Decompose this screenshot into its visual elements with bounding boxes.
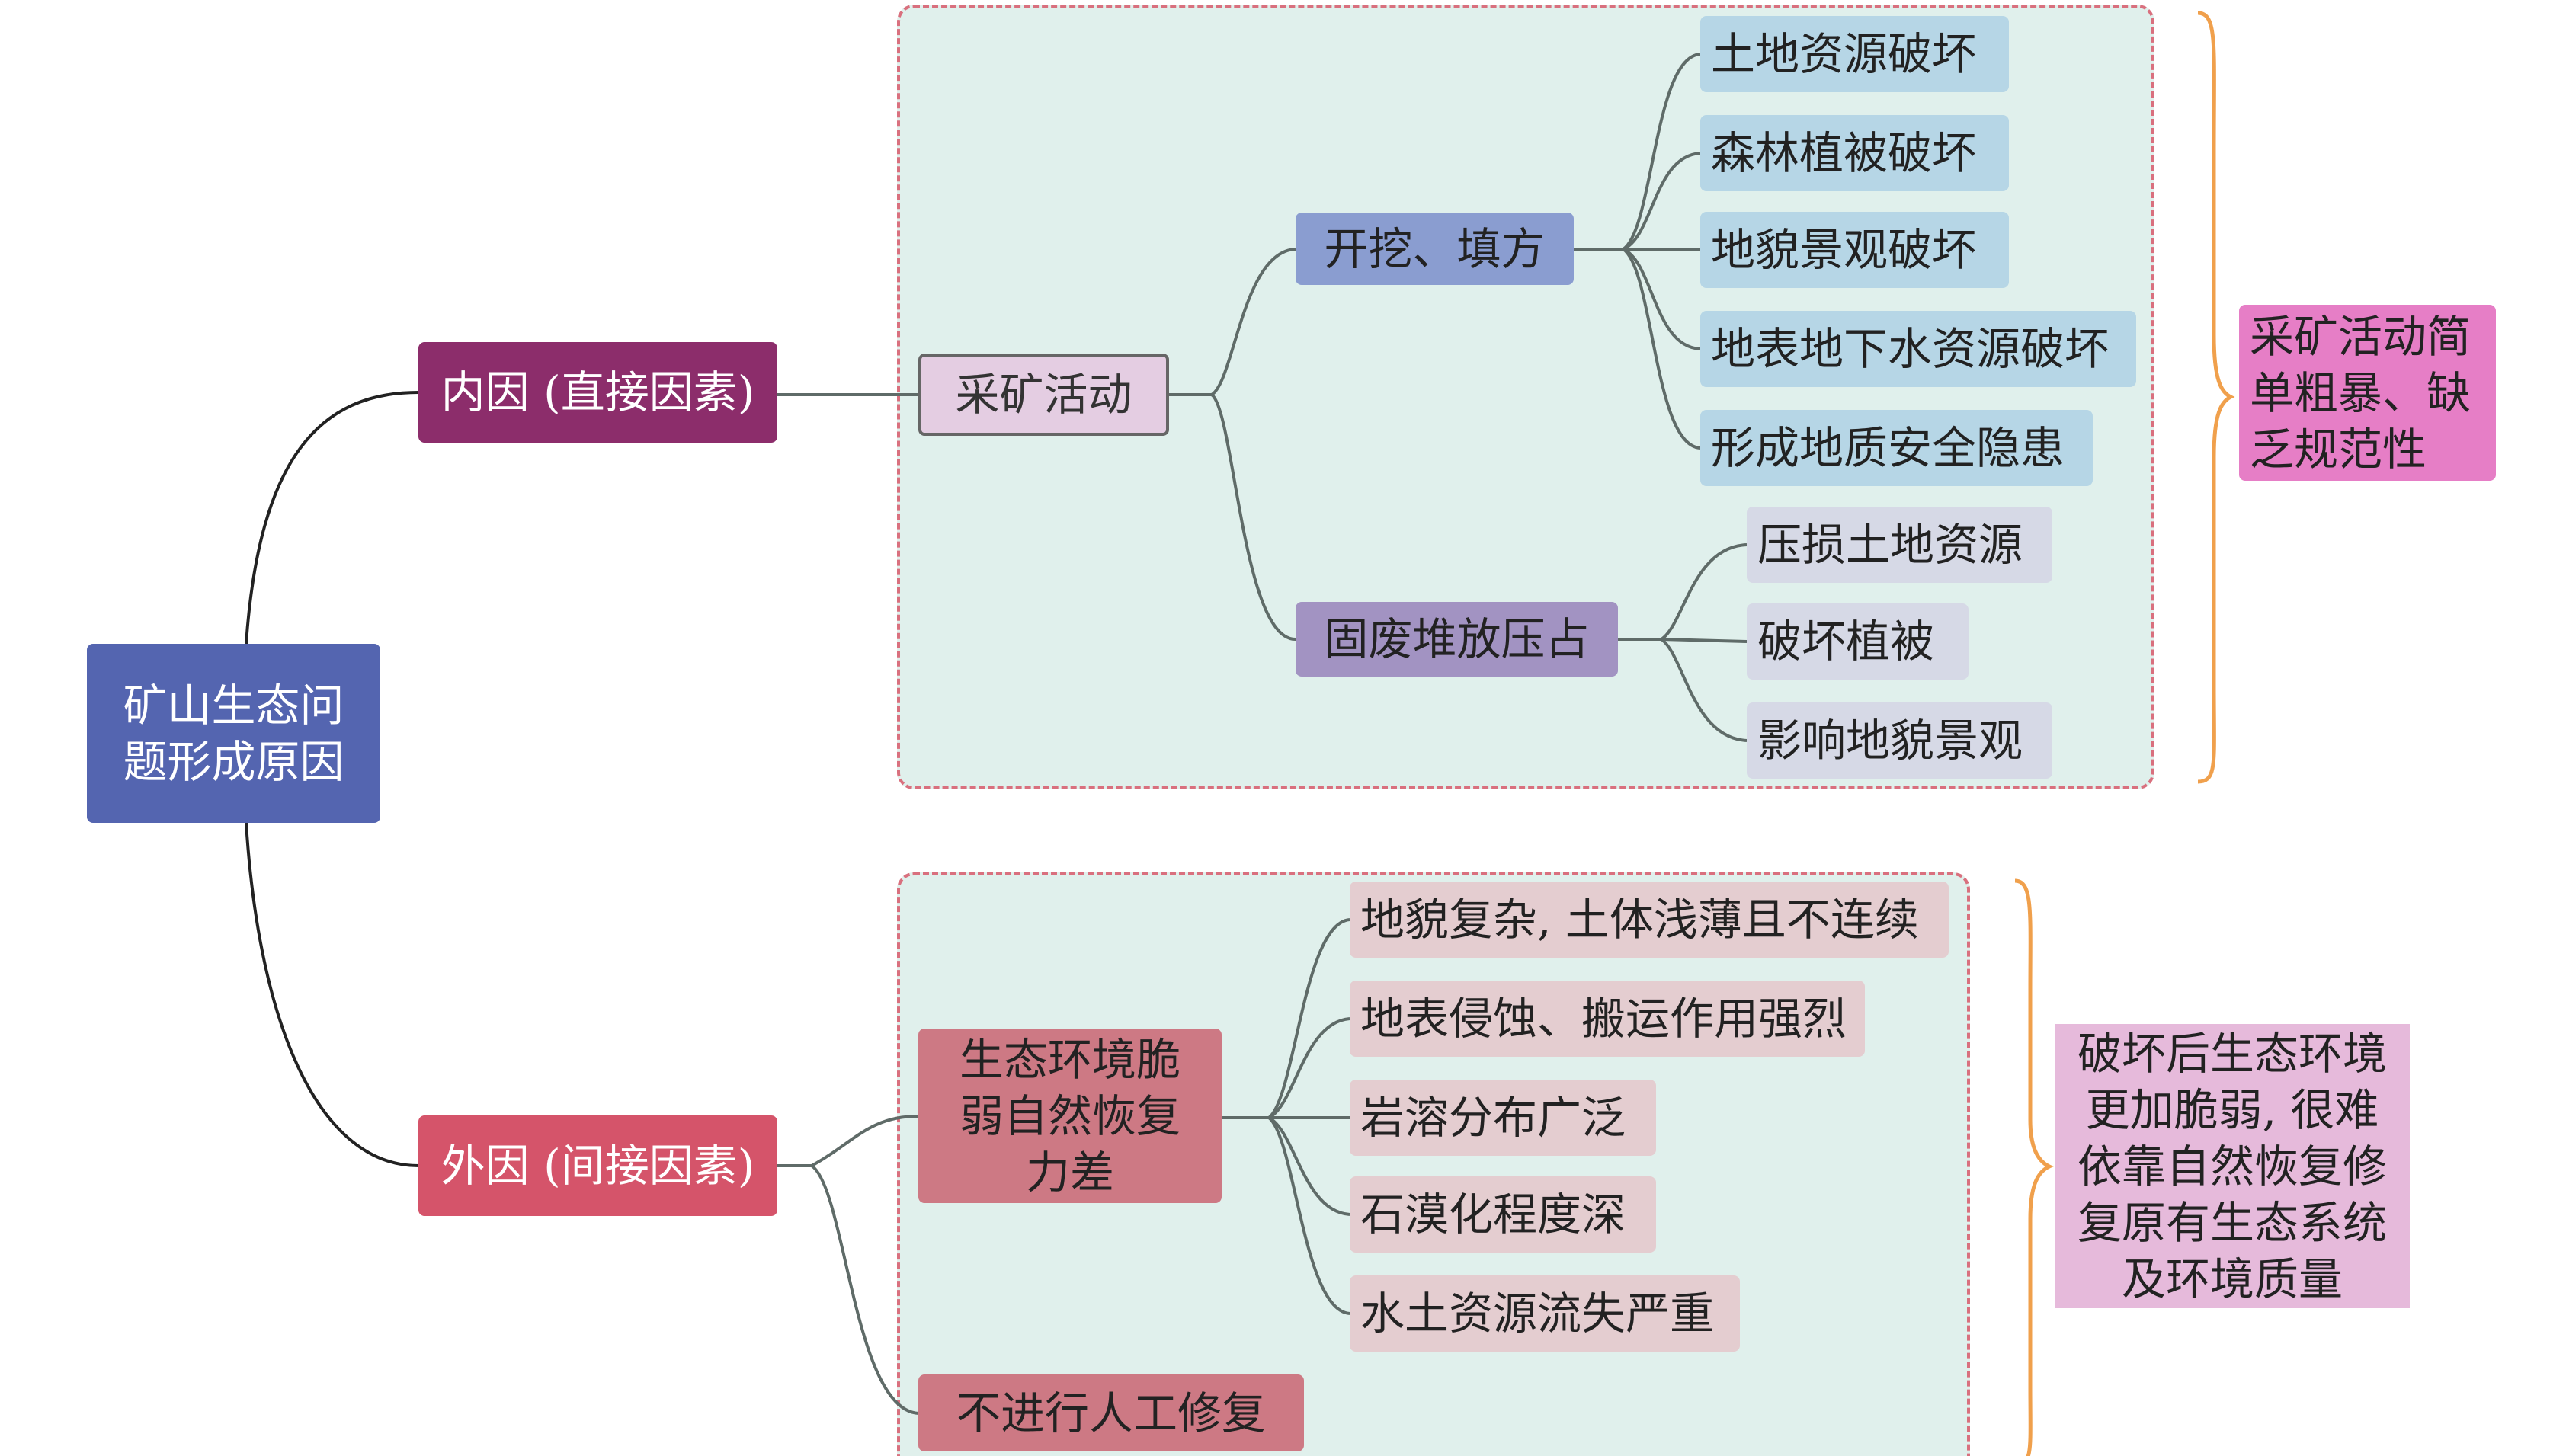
note-external-line-5: 及环境质量: [2121, 1253, 2343, 1305]
connector-external-fragile: [777, 1115, 919, 1167]
leaf-water[interactable]: 地表地下水资源破坏: [1700, 311, 2136, 387]
root-node[interactable]: 矿山生态问 题形成原因: [87, 644, 380, 823]
leaf-affect-landscape[interactable]: 影响地貌景观: [1747, 702, 2052, 779]
external-cause-node[interactable]: 外因 (间接因素): [418, 1115, 777, 1216]
root-line-2: 题形成原因: [123, 735, 344, 788]
leaf-erosion[interactable]: 地表侵蚀、搬运作用强烈: [1350, 981, 1865, 1057]
connector-activity-waste: [1169, 393, 1296, 642]
note-external: 破坏后生态环境 更加脆弱, 很难 依靠自然恢复修 复原有生态系统 及环境质量: [2055, 1024, 2410, 1308]
brace-external: [2014, 878, 2054, 1456]
fragile-line-1: 生态环境脆: [959, 1033, 1180, 1086]
leaf-karst[interactable]: 岩溶分布广泛: [1350, 1080, 1656, 1156]
note-internal-line-1: 采矿活动简: [2250, 310, 2472, 363]
note-internal-line-2: 单粗暴、缺: [2250, 366, 2472, 419]
leaf-forest[interactable]: 森林植被破坏: [1700, 115, 2009, 191]
note-external-line-3: 依靠自然恢复修: [2077, 1140, 2387, 1192]
note-internal-line-3: 乏规范性: [2250, 423, 2427, 475]
root-line-1: 矿山生态问: [123, 679, 344, 731]
leaf-soil-water-loss[interactable]: 水土资源流失严重: [1350, 1275, 1740, 1352]
fragile-line-3: 力差: [1025, 1146, 1114, 1198]
leaf-land-resource[interactable]: 土地资源破坏: [1700, 16, 2009, 92]
leaf-crush-land[interactable]: 压损土地资源: [1747, 507, 2052, 583]
leaf-rocky-desertification[interactable]: 石漠化程度深: [1350, 1176, 1656, 1253]
excavation-node[interactable]: 开挖、填方: [1296, 213, 1574, 285]
leaf-landform[interactable]: 地貌景观破坏: [1700, 212, 2009, 288]
connector-root-external: [245, 822, 419, 1167]
no-artificial-repair-node[interactable]: 不进行人工修复: [918, 1374, 1304, 1451]
connector-external-norepair: [810, 1164, 919, 1415]
note-internal: 采矿活动简 单粗暴、缺 乏规范性: [2239, 305, 2496, 481]
leaf-complex-landform[interactable]: 地貌复杂, 土体浅薄且不连续: [1350, 882, 1949, 958]
waste-dumping-node[interactable]: 固废堆放压占: [1296, 602, 1618, 677]
leaf-geohazard[interactable]: 形成地质安全隐患: [1700, 410, 2093, 486]
brace-internal: [2197, 11, 2235, 784]
connector-activity-excavation: [1169, 248, 1296, 396]
note-external-line-4: 复原有生态系统: [2077, 1196, 2387, 1249]
internal-cause-node[interactable]: 内因 (直接因素): [418, 342, 777, 443]
note-external-line-2: 更加脆弱, 很难: [2085, 1083, 2379, 1136]
fragile-environment-node[interactable]: 生态环境脆 弱自然恢复 力差: [918, 1029, 1222, 1203]
mining-activity-node[interactable]: 采矿活动: [918, 354, 1169, 436]
leaf-damage-vegetation[interactable]: 破坏植被: [1747, 603, 1969, 680]
connector-root-internal: [245, 391, 419, 645]
note-external-line-1: 破坏后生态环境: [2077, 1027, 2387, 1080]
fragile-line-2: 弱自然恢复: [959, 1090, 1180, 1142]
